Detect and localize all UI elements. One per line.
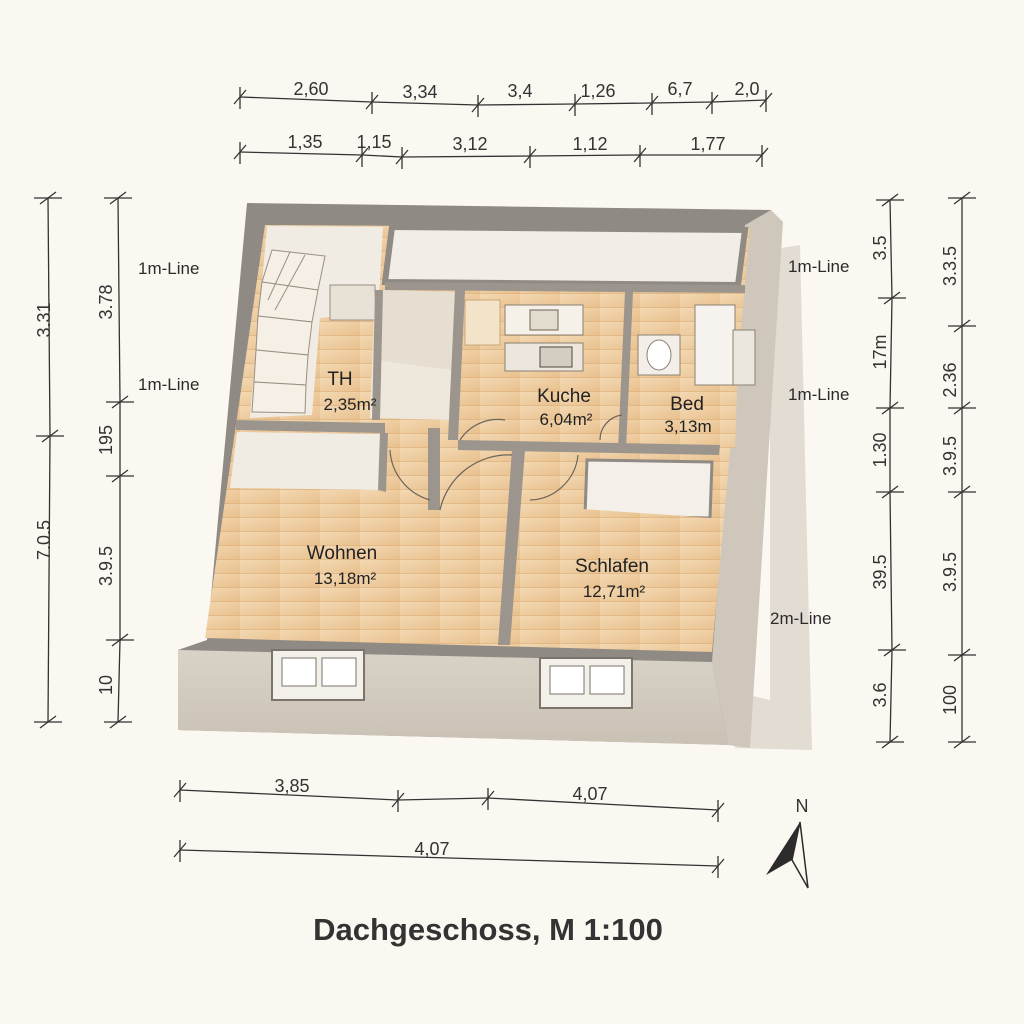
dim-chain-top-2-label: 3,12: [452, 134, 487, 154]
dim-chain-top-1-label: 2,60: [293, 79, 328, 99]
dim-chain-right-inner-label: 17m: [870, 334, 890, 369]
dim-chain-top-2-label: 1,15: [356, 132, 391, 152]
north-arrow-icon: N: [766, 796, 809, 889]
dim-chain-left-outer-segment: [47, 197, 51, 437]
dim-chain-top-1-label: 3,4: [507, 81, 532, 101]
dim-chain-bottom-1-label: 3,85: [274, 776, 309, 796]
dim-chain-top-1-label: 6,7: [667, 79, 692, 99]
line-label-right-mid: 1m-Line: [788, 385, 849, 404]
line-label-left-top: 1m-Line: [138, 259, 199, 278]
dim-chain-right-outer-label: 3.9.5: [940, 436, 960, 476]
dim-chain-top-2: 1,35 1,15 3,12 1,12 1,77: [233, 132, 769, 169]
dim-chain-left-inner-label: 3.9.5: [96, 546, 116, 586]
dim-chain-left-outer-label: 7.0.5: [34, 520, 54, 560]
dim-chain-bottom-1-segment: [487, 797, 719, 811]
dim-chain-top-1-label: 2,0: [734, 79, 759, 99]
dim-chain-left-outer-label: 3.31: [34, 302, 54, 337]
dim-chain-left-inner-label: 10: [96, 675, 116, 695]
dim-chain-right-inner-segment: [889, 649, 893, 743]
dim-chain-top-1-segment: [574, 102, 653, 105]
dim-chain-right-inner-segment: [889, 491, 893, 651]
room-th: [370, 290, 455, 420]
north-label: N: [796, 796, 809, 816]
dim-chain-right-outer-label: 100: [940, 685, 960, 715]
dim-chain-top-2-label: 1,77: [690, 134, 725, 154]
room-label-bed: Bed: [670, 394, 704, 415]
dim-chain-top-1-segment: [711, 99, 767, 103]
dim-chain-bottom-2-segment: [179, 849, 719, 867]
window-wohnen: [271, 649, 365, 701]
room-label-kuche: Kuche: [537, 386, 591, 407]
line-label-right-low: 2m-Line: [770, 609, 831, 628]
room-area-wohnen: 13,18m²: [314, 569, 377, 588]
room-attic-storage: [381, 223, 749, 289]
building-shadow: [728, 245, 812, 750]
dim-chain-right-outer-label: 3.3.5: [940, 246, 960, 286]
dim-chain-top-2-segment: [361, 154, 403, 158]
room-kuche: [458, 292, 625, 445]
dim-chain-top-2-label: 1,12: [572, 134, 607, 154]
dim-chain-right-outer-label: 3.9.5: [940, 552, 960, 592]
line-label-right-top: 1m-Line: [788, 257, 849, 276]
dim-chain-bottom-1-segment: [179, 789, 399, 801]
dim-chain-bottom-1-label: 4,07: [572, 784, 607, 804]
dim-chain-top-2-segment: [401, 155, 531, 158]
dim-chain-top-1-segment: [239, 96, 373, 103]
dim-chain-left-outer: 3.31 7.0.5: [34, 191, 64, 729]
dim-chain-right-inner-segment: [889, 199, 893, 299]
door-swings: [389, 414, 623, 511]
dim-chain-right-outer-label: 2.36: [940, 362, 960, 397]
dim-chain-top-1-segment: [371, 101, 479, 106]
room-bed: [620, 295, 756, 448]
dim-chain-top-1-label: 1,26: [580, 81, 615, 101]
room-area-kuche: 6,04m²: [540, 410, 593, 429]
dim-chain-top-1-segment: [477, 103, 576, 106]
dim-chain-left-inner-label: 195: [96, 425, 116, 455]
dim-chain-left-outer-segment: [47, 435, 51, 723]
dim-chain-bottom-1-segment: [397, 797, 489, 801]
dim-chain-left-inner-segment: [117, 197, 121, 403]
dim-chain-top-2-label: 1,35: [287, 132, 322, 152]
dim-chain-bottom-1: 3,85 4,07: [173, 776, 725, 822]
dim-chain-top-1-segment: [651, 101, 713, 104]
dim-chain-bottom-2-label: 4,07: [414, 839, 449, 859]
room-stair: [250, 226, 383, 418]
room-area-schlafen: 12,71m²: [583, 582, 646, 601]
interior-walls: [236, 282, 745, 645]
dim-chain-top-1-label: 3,34: [402, 82, 437, 102]
dim-chain-bottom-2: 4,07: [173, 839, 725, 878]
dim-chain-right-inner-label: 39.5: [870, 554, 890, 589]
room-area-bed: 3,13m: [664, 417, 711, 436]
dim-chain-right-inner-segment: [889, 297, 893, 409]
line-label-left-mid: 1m-Line: [138, 375, 199, 394]
dim-chain-left-inner-label: 3.78: [96, 284, 116, 319]
room-schlafen: [515, 458, 714, 650]
dim-chain-top-2-segment: [239, 151, 363, 156]
dim-chain-right-inner-label: 1.30: [870, 432, 890, 467]
dim-chain-left-inner: 3.78 195 3.9.5 10: [96, 191, 134, 729]
dim-chain-right-outer: 3.3.5 2.36 3.9.5 3.9.5 100: [940, 191, 976, 749]
plan-title: Dachgeschoss, M 1:100: [313, 912, 663, 947]
room-label-th: TH: [327, 369, 352, 390]
window-schlafen: [539, 657, 633, 709]
room-label-schlafen: Schlafen: [575, 556, 649, 577]
room-area-th: 2,35m²: [324, 395, 377, 414]
room-label-wohnen: Wohnen: [307, 543, 377, 564]
dim-chain-left-inner-segment: [117, 639, 121, 723]
dim-chain-right-inner-label: 3.5: [870, 235, 890, 260]
room-wohnen: [218, 432, 500, 640]
dim-chain-right-inner-label: 3.6: [870, 682, 890, 707]
dim-chain-top-2-segment: [529, 154, 641, 157]
dim-chain-top-1: 2,60 3,34 3,4 1,26 6,7 2,0: [233, 79, 773, 117]
dim-chain-right-inner: 3.5 17m 1.30 39.5 3.6: [870, 193, 906, 749]
dimension-lines: 2,60 3,34 3,4 1,26 6,7 2,0 1,35 1,15 3,12 1,12 1,7…: [34, 79, 976, 878]
